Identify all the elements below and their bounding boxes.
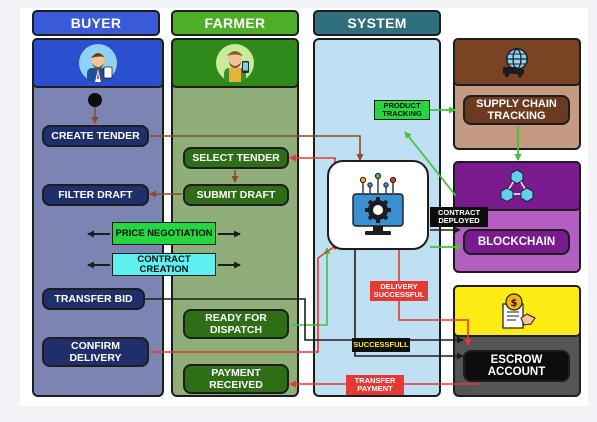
lane-header-buyer: BUYER	[32, 10, 160, 36]
money-contract-icon: $	[502, 293, 536, 329]
svg-text:$: $	[511, 298, 518, 309]
buyer-icon-box	[32, 38, 164, 88]
product-tracking-label: PRODUCT TRACKING	[374, 100, 430, 120]
cubes-network-icon	[500, 169, 534, 203]
create-tender-node: CREATE TENDER	[42, 125, 149, 147]
transfer-payment-label: TRANSFER PAYMENT	[346, 375, 404, 395]
blockchain-node: BLOCKCHAIN	[463, 229, 570, 255]
farmer-phone-icon	[216, 44, 254, 82]
price-negotiation-box: PRICE NEGOTIATION	[112, 222, 216, 245]
select-tender-node: SELECT TENDER	[183, 147, 289, 169]
successfull-label: SUCCESSFULL	[352, 338, 410, 352]
businessman-icon	[79, 44, 117, 82]
confirm-delivery-node: CONFIRM DELIVERY	[42, 337, 149, 367]
computer-gear-icon	[352, 172, 404, 235]
payment-received-node: PAYMENT RECEIVED	[183, 364, 289, 394]
system-processor	[327, 160, 429, 250]
escrow-icon-box: $	[453, 285, 581, 337]
lane-header-farmer: FARMER	[171, 10, 299, 36]
supply-chain-icon-box	[453, 38, 581, 86]
contract-creation-box: CONTRACT CREATION	[112, 253, 216, 276]
ready-for-dispatch-node: READY FOR DISPATCH	[183, 309, 289, 339]
supply-chain-tracking-node: SUPPLY CHAIN TRACKING	[463, 95, 570, 125]
delivery-successful-label: DELIVERY SUCCESSFUL	[370, 281, 428, 301]
lane-header-system: SYSTEM	[313, 10, 441, 36]
filter-draft-node: FILTER DRAFT	[42, 184, 149, 206]
globe-truck-icon	[503, 48, 528, 78]
submit-draft-node: SUBMIT DRAFT	[183, 184, 289, 206]
transfer-bid-node: TRANSFER BID	[42, 288, 145, 310]
contract-deployed-label: CONTRACT DEPLOYED	[430, 207, 488, 227]
blockchain-icon-box	[453, 161, 581, 211]
farmer-icon-box	[171, 38, 299, 88]
escrow-account-node: ESCROW ACCOUNT	[463, 350, 570, 382]
start-node	[88, 93, 102, 107]
